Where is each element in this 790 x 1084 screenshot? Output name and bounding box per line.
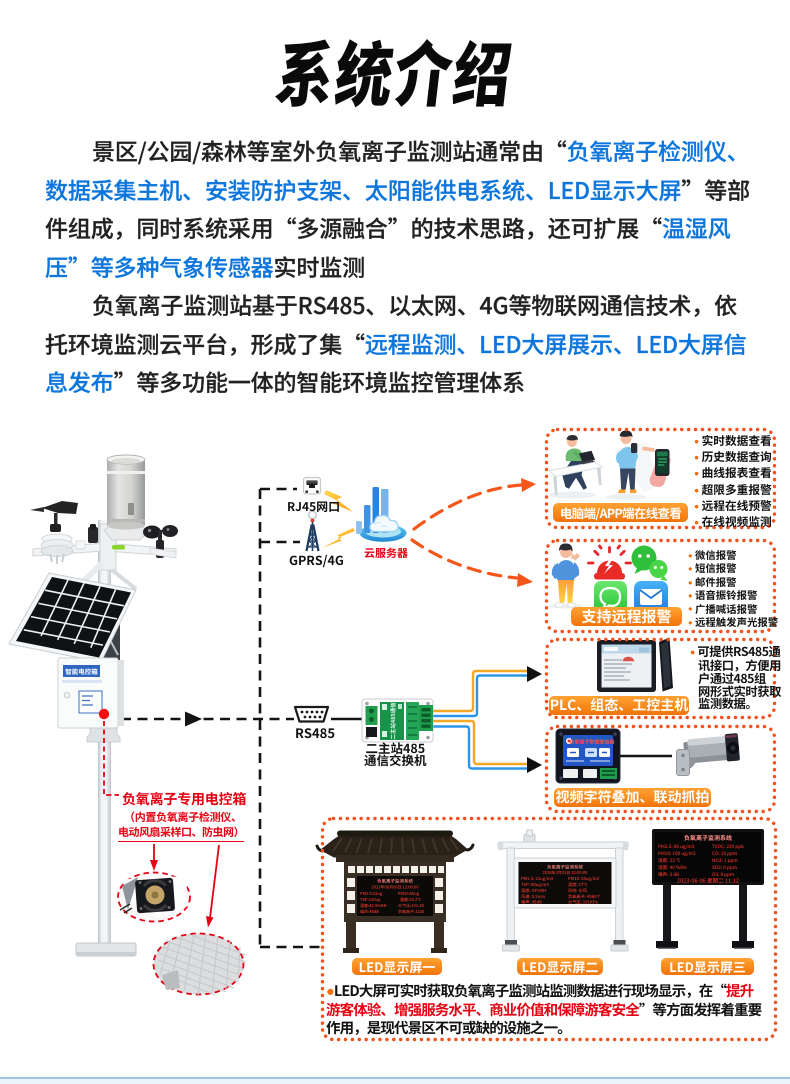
svg-text:2023-06-06 星期二 11:12: 2023-06-06 星期二 11:12 xyxy=(677,877,739,885)
svg-text:NO2: 1 ppm: NO2: 1 ppm xyxy=(712,858,738,864)
svg-text:PM2.5: 86 ug/m3: PM2.5: 86 ug/m3 xyxy=(658,844,695,850)
svg-text:负氧离子: 4560个: 负氧离子: 4560个 xyxy=(568,894,601,900)
svg-text:CO: 10 ppm: CO: 10 ppm xyxy=(712,851,737,857)
svg-text:TVOC: 230 ppb: TVOC: 230 ppb xyxy=(712,844,744,850)
svg-text:噪声: 5 dB: 噪声: 5 dB xyxy=(658,872,679,878)
svg-text:风速: 5.2m/s: 风速: 5.2m/s xyxy=(521,894,545,900)
svg-text:负氧离子监测系统: 负氧离子监测系统 xyxy=(547,865,583,871)
svg-text:PM2.5:22ug: PM2.5:22ug xyxy=(360,891,383,897)
svg-text:O3: 0 ppm: O3: 0 ppm xyxy=(712,872,734,878)
svg-text:大气压:101.3K: 大气压:101.3K xyxy=(398,903,425,909)
svg-text:温度:25.2℃: 温度:25.2℃ xyxy=(400,897,421,903)
svg-text:湿度:42.5%RH: 湿度:42.5%RH xyxy=(360,903,387,909)
svg-text:2024年2月22日 12:00:00: 2024年2月22日 12:00:00 xyxy=(543,870,589,876)
svg-text:湿度: 42%RH: 湿度: 42%RH xyxy=(521,888,546,894)
svg-text:负氧离子数据叠加器: 负氧离子数据叠加器 xyxy=(569,739,614,746)
svg-text:PM2.5: 22ug/m3: PM2.5: 22ug/m3 xyxy=(521,876,554,882)
svg-text:负氧离子监测系统: 负氧离子监测系统 xyxy=(684,833,732,842)
svg-text:2023年06月06日 12:00:00: 2023年06月06日 12:00:00 xyxy=(371,885,419,891)
svg-text:大气压: 101KPa: 大气压: 101KPa xyxy=(568,900,598,906)
svg-text:负氧离子:1220: 负氧离子:1220 xyxy=(398,909,425,915)
svg-text:湿度: 40 %RH: 湿度: 40 %RH xyxy=(658,865,687,871)
svg-text:智能电控箱: 智能电控箱 xyxy=(65,666,98,676)
svg-text:PM10:55ug: PM10:55ug xyxy=(398,891,420,897)
svg-text:SO2: 0 ppm: SO2: 0 ppm xyxy=(712,865,737,871)
svg-text:噪声: 45dB: 噪声: 45dB xyxy=(521,900,542,906)
svg-text:TSP: 80ug/m3: TSP: 80ug/m3 xyxy=(521,882,549,888)
svg-text:风向: 东风: 风向: 东风 xyxy=(568,887,588,894)
svg-text:PM10: 100 ug/m3: PM10: 100 ug/m3 xyxy=(658,851,696,857)
svg-text:温度: 17℃: 温度: 17℃ xyxy=(568,882,588,888)
svg-text:TSP:220ug: TSP:220ug xyxy=(360,897,381,903)
svg-text:温度: 23 ℃: 温度: 23 ℃ xyxy=(658,858,681,864)
svg-text:负氧离子监测系统: 负氧离子监测系统 xyxy=(377,879,413,885)
svg-text:噪声:45dB: 噪声:45dB xyxy=(360,909,379,915)
svg-text:PM10: 55ug/m3: PM10: 55ug/m3 xyxy=(568,876,600,882)
svg-text:二主站485通信: 二主站485通信 xyxy=(389,702,397,740)
